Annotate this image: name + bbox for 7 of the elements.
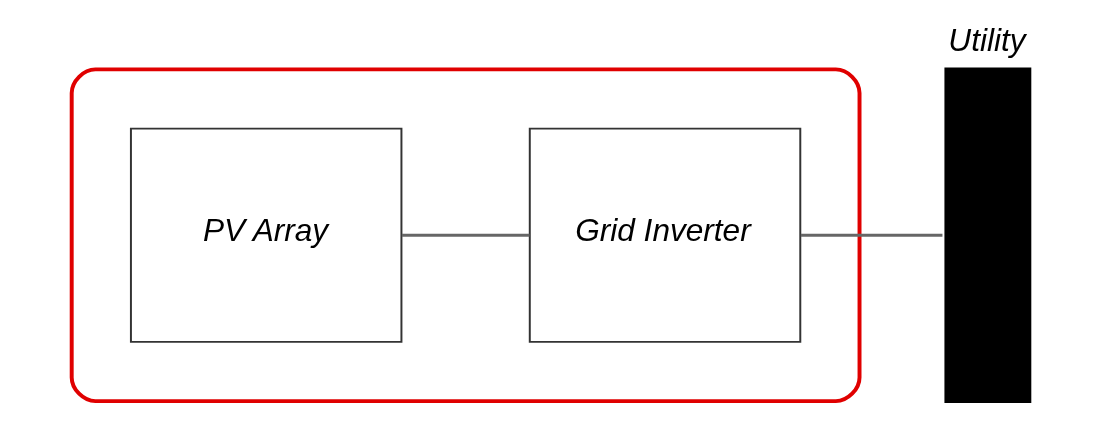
node-box: Grid Inverter <box>528 127 801 343</box>
node-box: PV Array <box>129 127 402 343</box>
cluster <box>69 67 861 404</box>
connector <box>800 233 942 237</box>
node-box <box>943 67 1031 404</box>
connector <box>401 233 529 237</box>
node-label: Utility <box>947 22 1026 59</box>
